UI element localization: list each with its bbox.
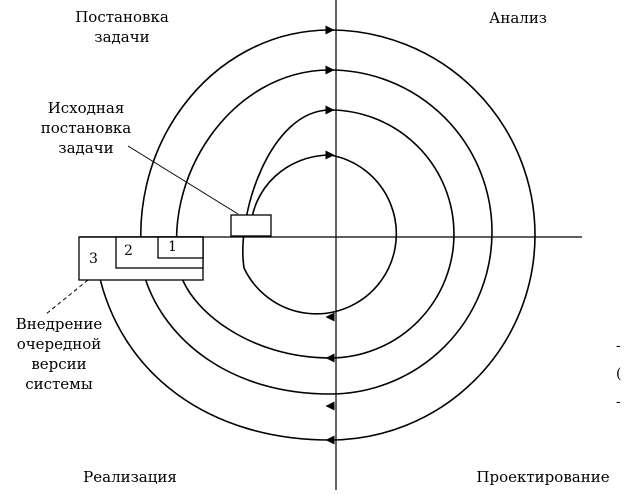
callout-deployment: Внедрение очередной версии системы	[0, 314, 118, 394]
version-number-2: 2	[124, 243, 133, 259]
edge-fragment: (	[616, 366, 622, 382]
callout-line: Внедрение	[15, 315, 103, 333]
initial-statement-pointer	[127, 145, 239, 215]
edge-fragment: -	[616, 394, 621, 410]
quadrant-label-task-statement: Постановка задачи	[52, 7, 192, 47]
quadrant-label-implementation: Реализация	[83, 468, 177, 486]
callout-line: версии	[31, 355, 87, 373]
callout-line: очередной	[16, 335, 102, 353]
quadrant-label-line: Постановка	[75, 8, 169, 26]
callout-initial-statement: Исходная постановка задачи	[20, 98, 152, 158]
spiral-arrows	[325, 25, 335, 445]
spiral	[97, 29, 536, 441]
spiral-turn-4	[97, 29, 536, 441]
callout-line: Исходная	[47, 99, 125, 117]
quadrant-label-line: задачи	[94, 28, 150, 46]
version-box-1	[157, 236, 204, 259]
callout-line: задачи	[58, 139, 114, 157]
version-number-3: 3	[89, 251, 98, 267]
spiral-turn-1	[243, 154, 398, 315]
version-boxes	[78, 236, 204, 281]
version-number-1: 1	[168, 239, 177, 255]
callout-line: системы	[25, 375, 93, 393]
spiral-turn-2	[179, 109, 455, 359]
quadrant-label-design: Проектирование	[476, 468, 610, 486]
initial-statement-box	[230, 214, 272, 237]
edge-fragment: -	[616, 338, 621, 354]
callout-line: постановка	[40, 119, 132, 137]
version-numbers: 3 2 1	[89, 239, 177, 267]
deploy-pointer	[45, 279, 89, 315]
quadrant-label-analysis: Анализ	[488, 9, 547, 27]
spiral-turn-3	[144, 69, 493, 395]
